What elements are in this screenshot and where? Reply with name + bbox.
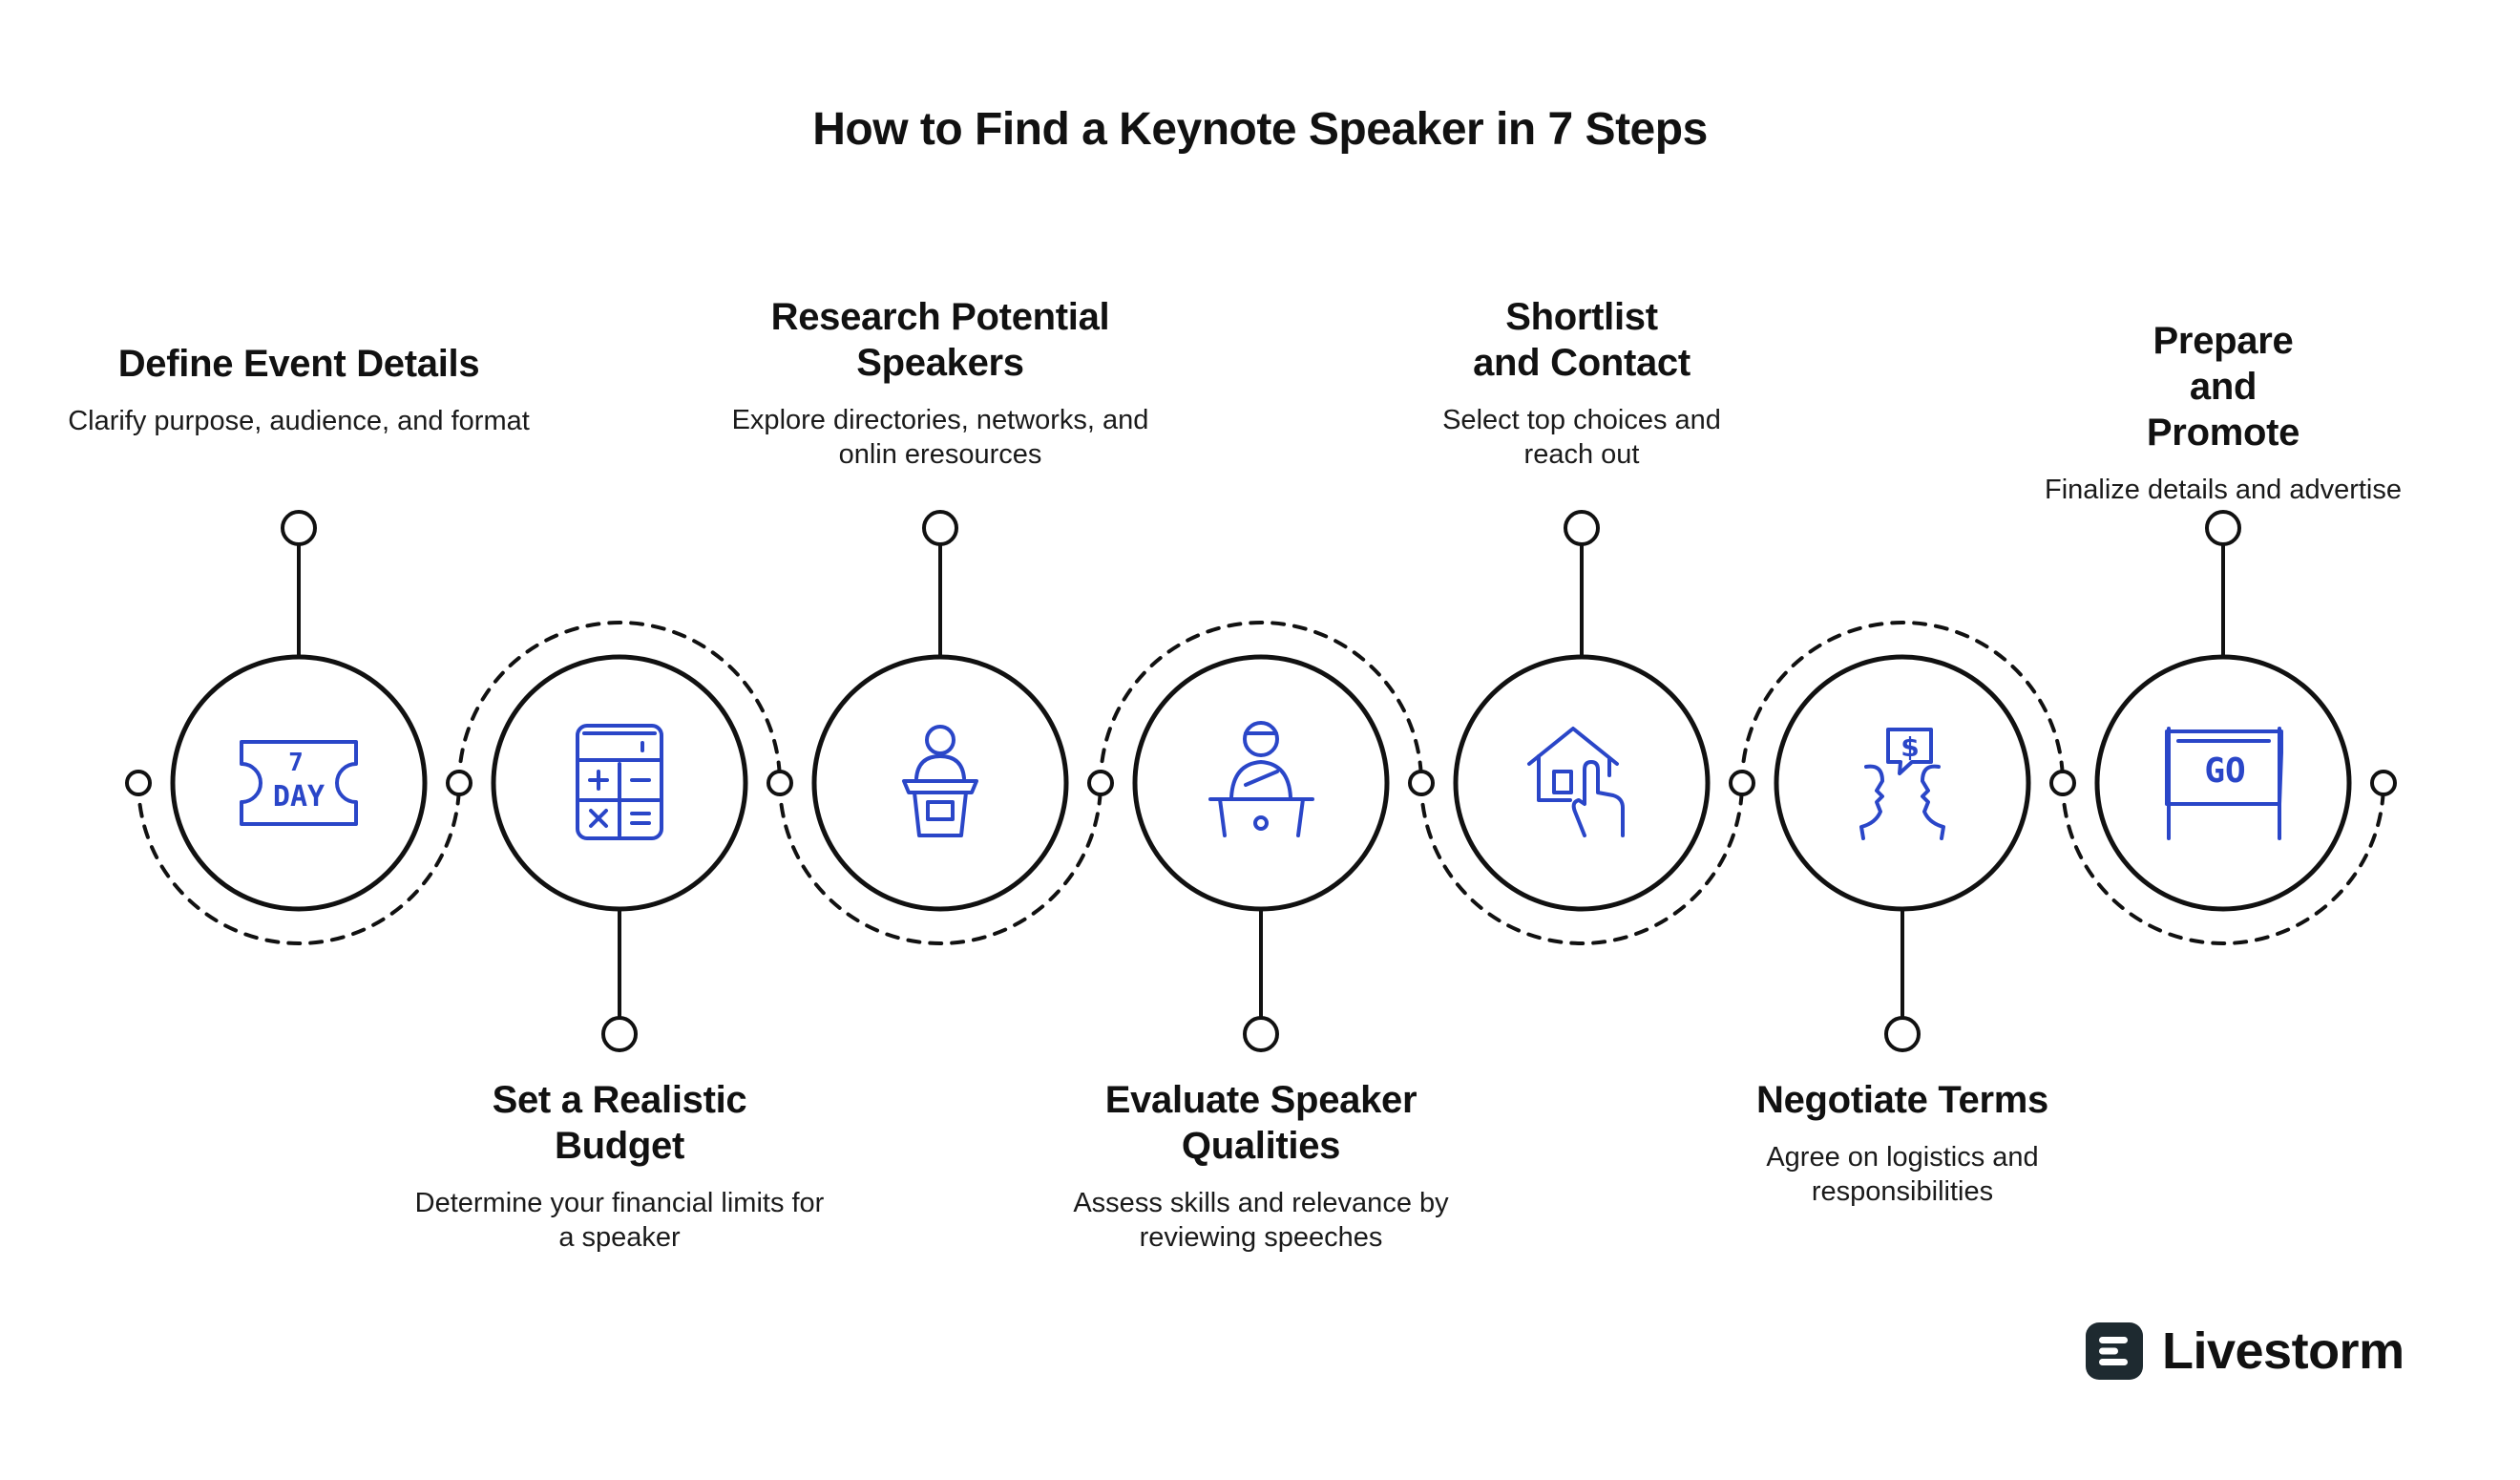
negotiation-faces-icon: $ (1859, 728, 1945, 840)
step-4-title: Evaluate Speaker Qualities (1104, 1079, 1418, 1167)
axis-node (446, 770, 472, 796)
calculator-icon (576, 724, 663, 840)
axis-node (766, 770, 793, 796)
step-circle-1 (170, 654, 428, 912)
axis-node (1729, 770, 1755, 796)
stem-node-3 (922, 510, 958, 546)
step-5-title: Shortlist and Contact (1473, 296, 1690, 384)
axis-node (125, 770, 152, 796)
step-circle-6 (1774, 654, 2031, 912)
step-1-desc: Clarify purpose, audience, and format (68, 406, 530, 436)
step-5-text: Shortlist and Contact Select top choices… (1343, 294, 1820, 472)
connector-arc-5 (1419, 781, 1744, 945)
connector-arc-1 (136, 781, 461, 945)
step-7-text: Prepare and Promote Finalize details and… (1984, 318, 2462, 507)
livestorm-logo-icon (2086, 1322, 2143, 1380)
connector-arc-7 (2061, 781, 2385, 945)
stem-node-4 (1243, 1016, 1279, 1052)
step-2-title: Set a Realistic Budget (492, 1079, 747, 1167)
calendar-ticket-icon: 7 DAY (240, 740, 358, 826)
step-3-desc: Explore directories, networks, and onlin… (731, 405, 1149, 470)
step-circle-7 (2094, 654, 2352, 912)
speaker-podium-icon (902, 725, 978, 837)
step-7-title: Prepare and Promote (2146, 320, 2300, 454)
step-3-text: Research Potential Speakers Explore dire… (702, 294, 1179, 472)
step-6-text: Negotiate Terms Agree on logistics and r… (1664, 1077, 2141, 1209)
svg-text:7: 7 (288, 749, 304, 777)
axis-node (1087, 770, 1114, 796)
axis-node (2370, 770, 2397, 796)
connector-arc-6 (1740, 621, 2065, 785)
step-7-desc: Finalize details and advertise (2045, 475, 2402, 505)
step-6-desc: Agree on logistics and responsibilities (1766, 1142, 2039, 1207)
page-title: How to Find a Keynote Speaker in 7 Steps (812, 104, 1708, 155)
step-1-text: Define Event Details Clarify purpose, au… (60, 341, 537, 438)
brand-name: Livestorm (2162, 1322, 2404, 1380)
step-2-desc: Determine your financial limits for a sp… (414, 1188, 825, 1253)
stem-node-5 (1564, 510, 1600, 546)
go-banner-icon: GO (2165, 727, 2283, 840)
axis-node (1408, 770, 1435, 796)
stem-node-2 (601, 1016, 638, 1052)
svg-text:GO: GO (2204, 751, 2245, 791)
svg-text:$: $ (1900, 731, 1919, 763)
step-circle-4 (1132, 654, 1390, 912)
stem-node-1 (281, 510, 317, 546)
step-3-title: Research Potential Speakers (770, 296, 1110, 384)
connector-arc-3 (778, 781, 1102, 945)
house-pointer-icon (1527, 727, 1625, 837)
person-at-desk-icon (1208, 721, 1314, 837)
step-4-text: Evaluate Speaker Qualities Assess skills… (1022, 1077, 1500, 1255)
connector-arc-2 (457, 621, 782, 785)
step-6-title: Negotiate Terms (1756, 1079, 2048, 1121)
axis-node (2049, 770, 2076, 796)
svg-text:DAY: DAY (273, 780, 325, 814)
stem-node-7 (2205, 510, 2241, 546)
step-circle-5 (1453, 654, 1711, 912)
step-2-text: Set a Realistic Budget Determine your fi… (410, 1077, 830, 1255)
brand-logo: Livestorm (2086, 1321, 2404, 1382)
connector-arc-4 (1099, 621, 1423, 785)
stem-node-6 (1884, 1016, 1921, 1052)
step-4-desc: Assess skills and relevance by reviewing… (1073, 1188, 1449, 1253)
step-5-desc: Select top choices and reach out (1442, 405, 1721, 470)
step-1-title: Define Event Details (117, 343, 480, 385)
